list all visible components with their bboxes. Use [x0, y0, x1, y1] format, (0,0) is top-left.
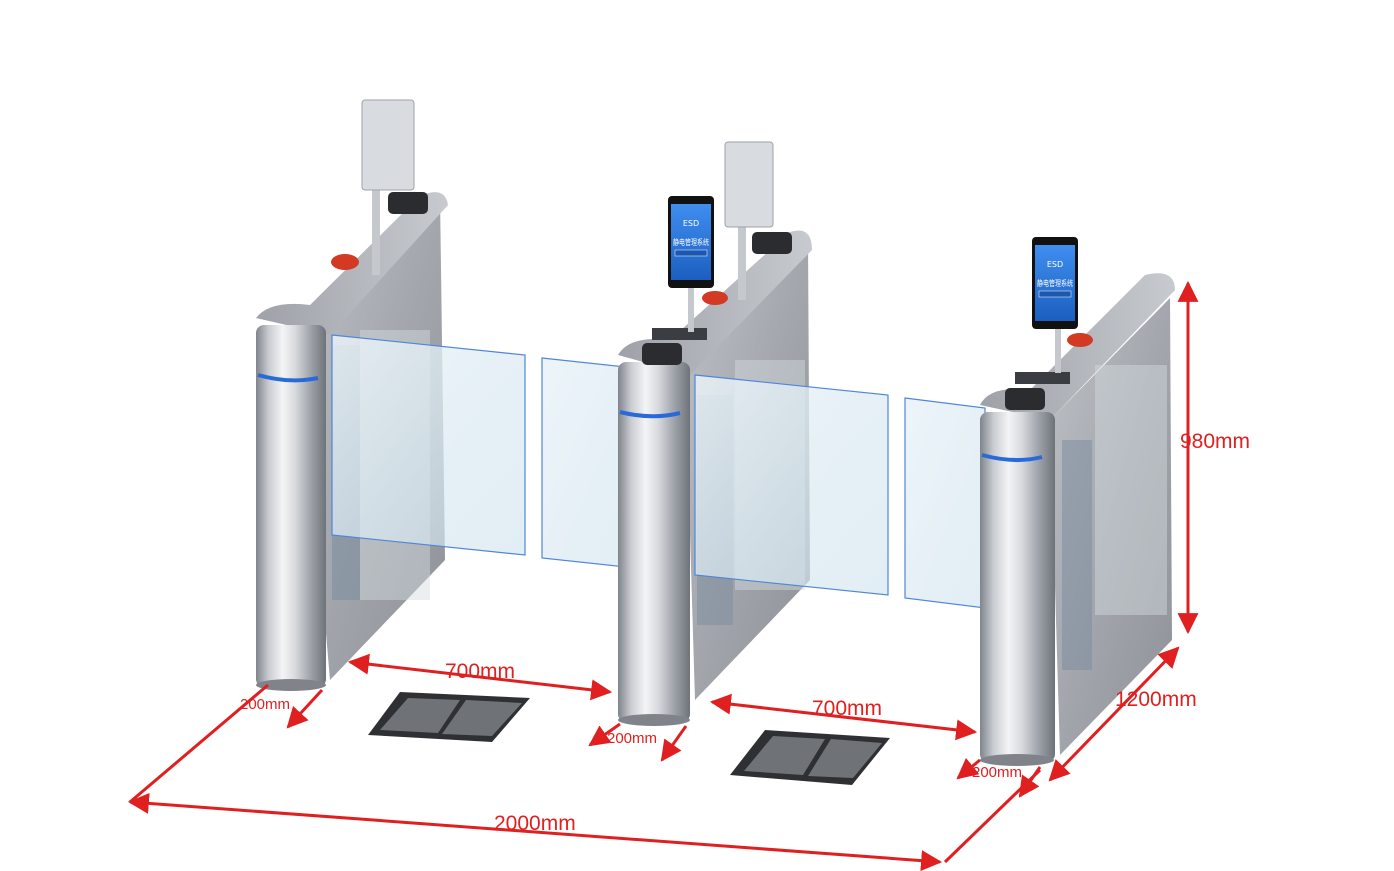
floor-mat-left — [368, 692, 530, 742]
height-label: 980mm — [1180, 430, 1250, 453]
left-x-indicator — [331, 254, 359, 270]
left-lane-glass-1 — [331, 334, 526, 556]
lane-width-2-label: 700mm — [812, 697, 882, 720]
left-mirror-panel — [361, 99, 415, 191]
middle-screen-title: ESD — [683, 219, 699, 228]
total-width-label: 2000mm — [494, 812, 576, 835]
middle-screen-subtitle: 静电管理系统 — [673, 237, 709, 247]
middle-front-reader — [642, 343, 682, 365]
middle-pole — [738, 190, 746, 300]
right-lane-glass-1 — [694, 374, 889, 596]
left-pole — [372, 175, 380, 275]
right-cabinet-pillar — [980, 412, 1055, 762]
cabinet-width-2-label: 200mm — [607, 730, 657, 747]
depth-label: 1200mm — [1115, 688, 1197, 711]
dimension-lines — [127, 280, 1199, 871]
right-screen-pole — [1055, 325, 1061, 373]
middle-screen-pole — [688, 280, 694, 332]
right-esd-screen: ESD 静电管理系统 — [1032, 237, 1078, 329]
right-lane-glass-2 — [904, 397, 986, 609]
right-screen-title: ESD — [1047, 260, 1063, 269]
right-led-strip — [981, 453, 1043, 462]
left-led-strip — [257, 373, 319, 383]
middle-led-strip — [619, 410, 681, 419]
middle-mirror-panel — [724, 141, 774, 228]
right-cabinet: ESD 静电管理系统 — [980, 237, 1175, 766]
middle-cabinet-pillar — [618, 362, 690, 722]
cabinet-width-1-label: 200mm — [240, 696, 290, 713]
right-x-indicator — [1067, 333, 1093, 347]
middle-x-indicator — [702, 291, 728, 305]
right-screen-subtitle: 静电管理系统 — [1037, 278, 1073, 288]
left-card-reader — [388, 192, 428, 214]
cabinet-width-3-label: 200mm — [972, 764, 1022, 781]
lane-width-1-label: 700mm — [445, 660, 515, 683]
middle-esd-screen: ESD 静电管理系统 — [668, 196, 714, 288]
middle-back-reader — [752, 232, 792, 254]
right-card-reader — [1005, 388, 1045, 410]
left-cabinet-pillar — [256, 325, 326, 687]
floor-mat-right — [730, 730, 890, 785]
